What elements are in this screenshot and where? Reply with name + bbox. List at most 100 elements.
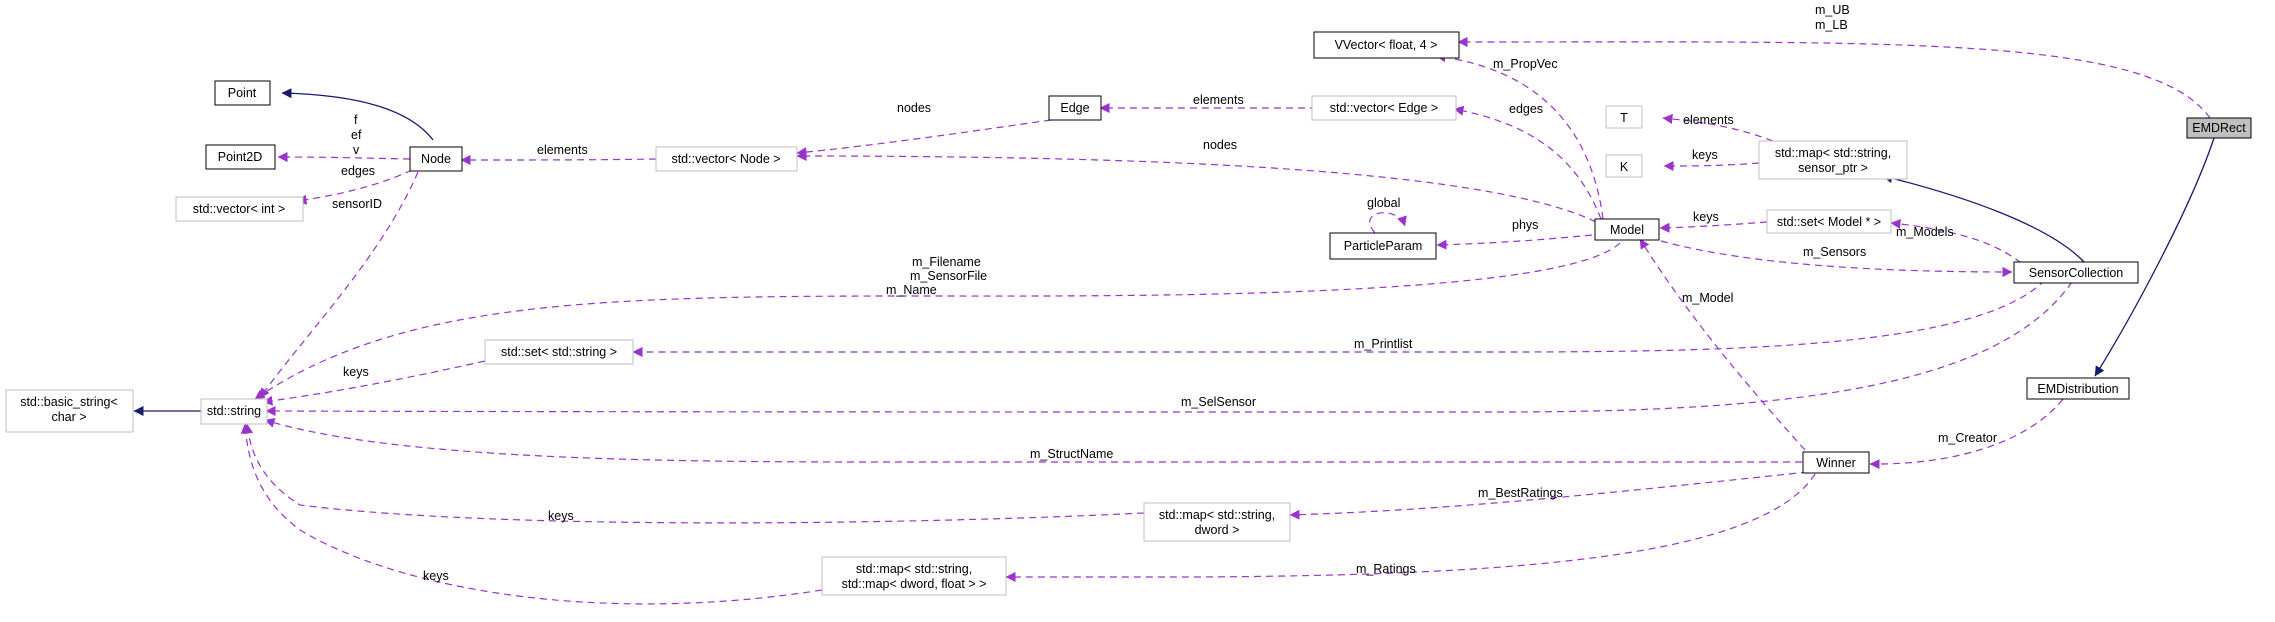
node-vector-int-label: std::vector< int >	[193, 202, 285, 216]
node-set-model-label: std::set< Model * >	[1777, 215, 1881, 229]
label-keys-k: keys	[1692, 148, 1718, 162]
edge-map-k	[1663, 160, 1760, 171]
node-map-ratings-label-2: std::map< dword, float > >	[842, 577, 987, 591]
edge-map-t	[1662, 114, 1774, 142]
node-k[interactable]: K	[1605, 154, 1643, 178]
label-elements-t: elements	[1683, 113, 1734, 127]
node-emdistribution[interactable]: EMDistribution	[2026, 377, 2130, 400]
node-map-sensor-label-2: sensor_ptr >	[1798, 161, 1868, 175]
edge-vectornode-node	[460, 154, 657, 165]
edge-model-vvector	[1435, 52, 1604, 220]
edge-emdistribution-winner	[1869, 398, 2064, 470]
edge-model-vectornode	[796, 151, 1597, 223]
edge-node-point2d	[277, 152, 411, 163]
node-point2d[interactable]: Point2D	[205, 144, 276, 170]
node-point-label: Point	[228, 86, 257, 100]
node-emdrect[interactable]: EMDRect	[2186, 117, 2252, 139]
node-vvector[interactable]: VVector< float, 4 >	[1313, 31, 1460, 59]
node-winner[interactable]: Winner	[1802, 451, 1870, 474]
node-map-dword-label-1: std::map< std::string,	[1159, 508, 1275, 522]
node-t-label: T	[1620, 111, 1628, 125]
node-string[interactable]: std::string	[200, 398, 268, 425]
label-v: v	[353, 143, 360, 157]
label-global: global	[1367, 196, 1400, 210]
label-m-ub: m_UB	[1815, 3, 1850, 17]
node-basic-string[interactable]: std::basic_string< char >	[5, 389, 134, 433]
label-elements-node: elements	[537, 143, 588, 157]
label-m-filename: m_Filename	[912, 255, 981, 269]
node-edge[interactable]: Edge	[1048, 95, 1102, 121]
edge-winner-mapratings	[1005, 473, 1816, 582]
node-node-label: Node	[421, 152, 451, 166]
node-t[interactable]: T	[1605, 105, 1643, 129]
edge-sensorcollection-setstring	[632, 279, 2046, 357]
edge-particleparam-self	[1369, 212, 1407, 234]
label-keys-setstring: keys	[343, 365, 369, 379]
edge-edge-vectornode	[796, 119, 1052, 158]
node-string-label: std::string	[207, 404, 261, 418]
node-model-label: Model	[1610, 223, 1644, 237]
node-sensorcollection[interactable]: SensorCollection	[2013, 261, 2139, 284]
label-sensorid: sensorID	[332, 197, 382, 211]
node-map-dword[interactable]: std::map< std::string, dword >	[1143, 502, 1291, 542]
edge-sensorcollection-setmodel	[1890, 218, 2022, 264]
label-f: f	[354, 113, 358, 127]
label-m-sensorfile: m_SensorFile	[910, 269, 987, 283]
label-edges-model: edges	[1509, 102, 1543, 116]
edge-node-string	[259, 171, 419, 399]
edge-winner-string	[264, 418, 1802, 463]
node-k-label: K	[1620, 160, 1629, 174]
edge-model-sensorcollection	[1660, 240, 2013, 277]
edge-mapratings-string	[240, 423, 823, 605]
label-m-name: m_Name	[886, 283, 937, 297]
label-m-lb: m_LB	[1815, 18, 1848, 32]
node-vector-int[interactable]: std::vector< int >	[175, 196, 304, 222]
node-vector-edge[interactable]: std::vector< Edge >	[1311, 95, 1457, 121]
node-node[interactable]: Node	[409, 146, 463, 172]
node-vector-node[interactable]: std::vector< Node >	[655, 146, 798, 172]
node-vvector-label: VVector< float, 4 >	[1335, 38, 1438, 52]
edge-winner-mapdword	[1289, 471, 1809, 520]
node-particleparam[interactable]: ParticleParam	[1329, 232, 1437, 260]
node-emdrect-label: EMDRect	[2192, 121, 2246, 135]
node-vector-edge-label: std::vector< Edge >	[1330, 101, 1438, 115]
node-map-sensor[interactable]: std::map< std::string, sensor_ptr >	[1758, 140, 1908, 180]
node-set-string-label: std::set< std::string >	[501, 345, 617, 359]
node-map-ratings-label-1: std::map< std::string,	[856, 562, 972, 576]
node-set-string[interactable]: std::set< std::string >	[484, 339, 634, 365]
label-ef: ef	[351, 128, 362, 142]
edge-model-string	[254, 242, 1621, 400]
node-winner-label: Winner	[1816, 456, 1856, 470]
label-m-printlist: m_Printlist	[1354, 337, 1413, 351]
node-map-dword-label-2: dword >	[1195, 523, 1240, 537]
label-edges-node: edges	[341, 164, 375, 178]
node-particleparam-label: ParticleParam	[1344, 239, 1423, 253]
node-point[interactable]: Point	[214, 80, 271, 106]
node-basic-string-label-2: char >	[51, 410, 86, 424]
node-set-model[interactable]: std::set< Model * >	[1766, 209, 1892, 234]
label-keys-set: keys	[1693, 210, 1719, 224]
label-m-models: m_Models	[1896, 225, 1954, 239]
node-vector-node-label: std::vector< Node >	[671, 152, 780, 166]
label-m-propvec: m_PropVec	[1493, 57, 1558, 71]
label-nodes-model: nodes	[1203, 138, 1237, 152]
edge-winner-model	[1639, 238, 1806, 451]
node-edge-label: Edge	[1060, 101, 1089, 115]
label-m-sensors: m_Sensors	[1803, 245, 1866, 259]
node-map-ratings[interactable]: std::map< std::string, std::map< dword, …	[821, 556, 1007, 596]
edge-setmodel-model	[1659, 221, 1768, 233]
edge-mapdword-string	[243, 423, 1145, 524]
edge-setstring-string	[262, 360, 486, 406]
label-keys-mapdword: keys	[548, 509, 574, 523]
node-point2d-label: Point2D	[218, 150, 262, 164]
label-m-structname: m_StructName	[1030, 447, 1113, 461]
edge-emdistribution-emdrect	[2094, 137, 2215, 377]
edge-node-point	[281, 88, 434, 141]
edge-model-particleparam	[1436, 234, 1593, 250]
label-elements-edge: elements	[1193, 93, 1244, 107]
node-basic-string-label-1: std::basic_string<	[20, 395, 118, 409]
label-m-bestratings: m_BestRatings	[1478, 486, 1563, 500]
node-model[interactable]: Model	[1594, 218, 1660, 241]
label-m-creator: m_Creator	[1938, 431, 1997, 445]
